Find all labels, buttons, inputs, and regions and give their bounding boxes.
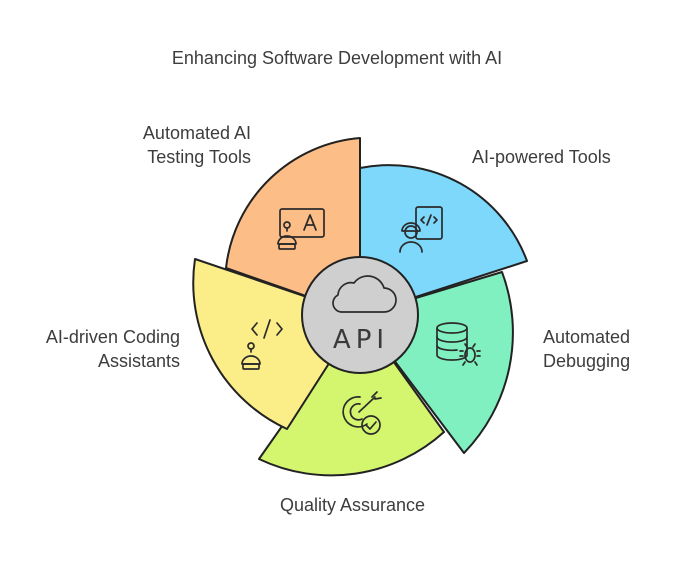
robot-code-icon	[241, 319, 283, 370]
label-quality-assurance: Quality Assurance	[280, 495, 426, 515]
diagram-title: Enhancing Software Development with AI	[171, 48, 503, 68]
label-automated-ai-testing-tools: Automated AI Testing Tools	[142, 123, 251, 167]
label-automated-debugging: Automated Debugging	[543, 327, 631, 371]
target-check-icon	[342, 391, 382, 435]
database-bug-icon	[436, 322, 481, 366]
api-hub	[301, 256, 419, 374]
label-ai-driven-coding-assistants: AI-driven Coding Assistants	[45, 327, 180, 371]
segment-quality-assurance	[258, 314, 445, 477]
cloud-icon	[332, 275, 397, 313]
hub-label: API	[333, 325, 389, 355]
label-ai-powered-tools: AI-powered Tools	[472, 147, 611, 167]
robot-screen-icon	[277, 208, 325, 250]
developer-code-icon	[399, 206, 443, 253]
